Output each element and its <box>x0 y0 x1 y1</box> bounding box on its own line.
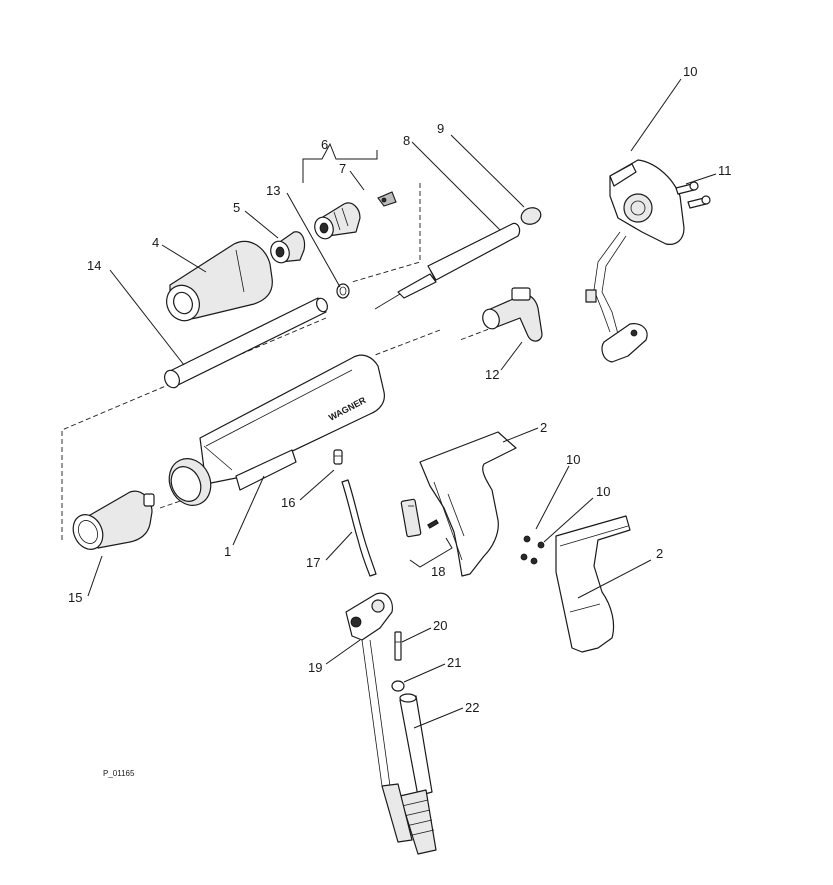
part-1-gun-body: WAGNER <box>168 354 385 506</box>
callout-22: 22 <box>465 700 479 715</box>
callout-19: 19 <box>308 660 322 675</box>
part-6-electrode-holder <box>314 202 361 240</box>
part-10-trigger-assembly <box>585 159 685 363</box>
part-14-tube <box>164 297 329 389</box>
callout-11: 11 <box>718 163 732 178</box>
callout-21: 21 <box>447 655 461 670</box>
callout-4: 4 <box>152 235 159 250</box>
part-2-handle-center <box>419 431 517 577</box>
part-7-clip <box>377 191 397 207</box>
drawing-reference: P_01165 <box>103 769 135 778</box>
part-15-front-connector <box>72 490 155 550</box>
callout-17: 17 <box>306 555 320 570</box>
part-21-o-ring <box>391 680 405 692</box>
part-12-elbow <box>482 287 543 342</box>
part-20-pin <box>394 631 402 661</box>
callout-10-top: 10 <box>683 64 697 79</box>
callout-12: 12 <box>485 367 499 382</box>
part-22-cable-hose <box>381 693 437 855</box>
part-5-nozzle <box>270 231 306 264</box>
part-10-screws <box>520 535 545 565</box>
callout-10-middle: 10 <box>566 452 580 467</box>
callout-6: 6 <box>321 137 328 152</box>
callout-14: 14 <box>87 258 101 273</box>
callout-16: 16 <box>281 495 295 510</box>
callout-5: 5 <box>233 200 240 215</box>
part-11-bolts <box>675 181 711 209</box>
part-13-o-ring <box>336 283 350 299</box>
callout-9: 9 <box>437 121 444 136</box>
part-17-hose <box>341 479 377 577</box>
callout-20: 20 <box>433 618 447 633</box>
part-4-sleeve <box>166 240 273 322</box>
callout-7: 7 <box>339 161 346 176</box>
part-19-adapter <box>345 592 393 787</box>
callout-15: 15 <box>68 590 82 605</box>
callout-2-right: 2 <box>656 546 663 561</box>
part-18-insert <box>400 498 453 568</box>
callout-8: 8 <box>403 133 410 148</box>
part-2-handle-right <box>555 515 631 653</box>
callout-1: 1 <box>224 544 231 559</box>
part-16-valve <box>333 449 343 465</box>
part-8-cascade <box>374 222 521 310</box>
leader-lines <box>87 78 717 729</box>
callouts: 1 2 2 4 5 6 7 8 9 10 10 10 11 12 13 14 1… <box>68 64 732 715</box>
callout-2-center: 2 <box>540 420 547 435</box>
callout-10-lower: 10 <box>596 484 610 499</box>
callout-18: 18 <box>431 564 445 579</box>
part-9-disc <box>520 207 542 225</box>
callout-13: 13 <box>266 183 280 198</box>
